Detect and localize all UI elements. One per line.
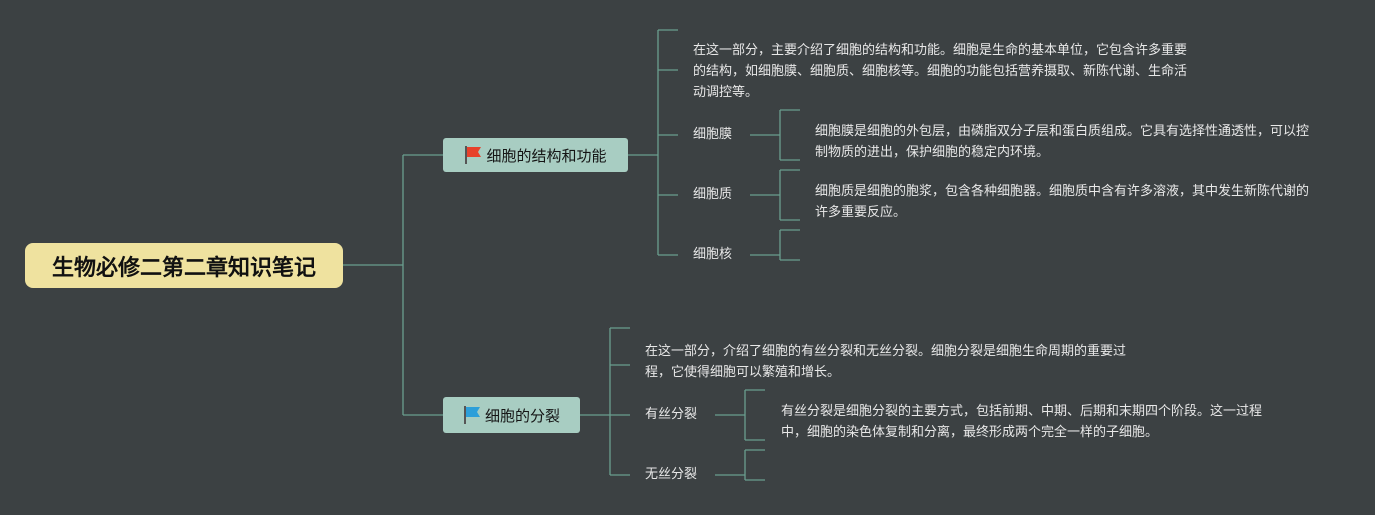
detail-mitosis: 有丝分裂是细胞分裂的主要方式，包括前期、中期、后期和末期四个阶段。这一过程中，细…	[781, 404, 1263, 440]
summary-cell-division: 在这一部分，介绍了细胞的有丝分裂和无丝分裂。细胞分裂是细胞生命周期的重要过程，它…	[645, 344, 1127, 380]
branch-cell-division[interactable]: 细胞的分裂	[443, 397, 580, 433]
topic-mitosis[interactable]: 有丝分裂	[645, 407, 698, 422]
detail-cytoplasm: 细胞质是细胞的胞浆，包含各种细胞器。细胞质中含有许多溶液，其中发生新陈代谢的许多…	[815, 184, 1310, 220]
branch-cell-structure[interactable]: 细胞的结构和功能	[443, 138, 628, 172]
branch-title: 细胞的结构和功能	[486, 146, 607, 165]
topic-cell-membrane[interactable]: 细胞膜	[693, 127, 733, 142]
root-title: 生物必修二第二章知识笔记	[51, 255, 316, 281]
root-topic[interactable]: 生物必修二第二章知识笔记	[25, 243, 343, 288]
branch-title: 细胞的分裂	[484, 406, 560, 425]
topic-amitosis[interactable]: 无丝分裂	[645, 467, 698, 482]
topic-nucleus[interactable]: 细胞核	[693, 247, 733, 262]
blue-flag-icon	[463, 405, 481, 425]
summary-cell-structure: 在这一部分，主要介绍了细胞的结构和功能。细胞是生命的基本单位，它包含许多重要的结…	[693, 43, 1188, 100]
detail-cell-membrane: 细胞膜是细胞的外包层，由磷脂双分子层和蛋白质组成。它具有选择性通透性，可以控制物…	[815, 124, 1310, 160]
topic-cytoplasm[interactable]: 细胞质	[693, 187, 733, 202]
red-flag-icon	[464, 145, 482, 165]
